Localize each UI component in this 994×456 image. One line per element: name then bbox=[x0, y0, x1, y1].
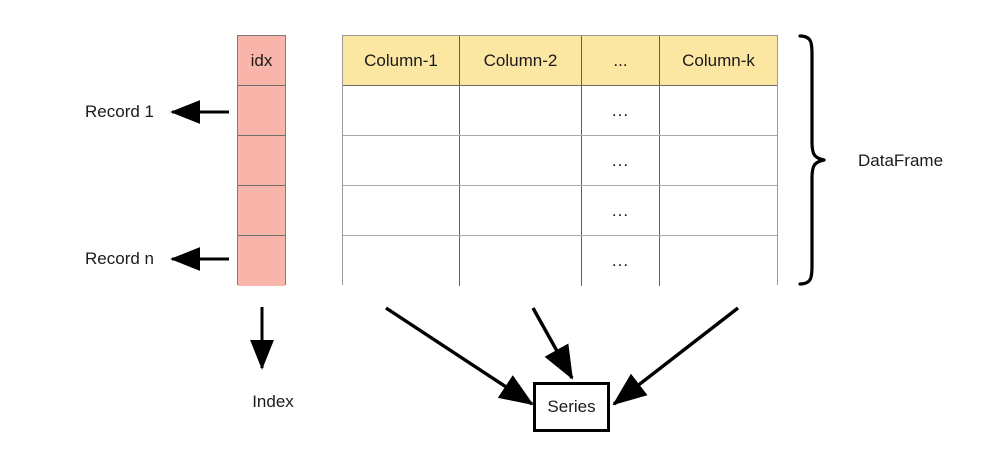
table-cell bbox=[343, 236, 460, 286]
dataframe-table: Column-1 Column-2 ... Column-k ... ... .… bbox=[342, 35, 778, 286]
record-label-1: Record 1 bbox=[85, 102, 154, 121]
table-header-row: Column-1 Column-2 ... Column-k bbox=[343, 36, 777, 86]
series-arrow-from-column-2 bbox=[531, 307, 574, 380]
table-cell-ellipsis: ... bbox=[582, 236, 660, 286]
column-header-k: Column-k bbox=[660, 36, 777, 85]
table-row: ... bbox=[343, 86, 777, 136]
table-cell bbox=[343, 86, 460, 135]
dataframe-brace bbox=[798, 34, 826, 286]
table-cell bbox=[460, 136, 582, 185]
column-header-1: Column-1 bbox=[343, 36, 460, 85]
table-cell bbox=[660, 136, 777, 185]
table-row: ... bbox=[343, 236, 777, 286]
table-row: ... bbox=[343, 136, 777, 186]
table-cell bbox=[460, 236, 582, 286]
series-box: Series bbox=[533, 382, 610, 432]
index-cell-row-3 bbox=[238, 186, 285, 236]
series-arrow-from-column-k bbox=[612, 306, 740, 406]
table-row: ... bbox=[343, 186, 777, 236]
table-cell bbox=[343, 136, 460, 185]
table-cell bbox=[460, 86, 582, 135]
table-cell-ellipsis: ... bbox=[582, 136, 660, 185]
column-header-ellipsis: ... bbox=[582, 36, 660, 85]
index-cell-row-4 bbox=[238, 236, 285, 286]
index-label: Index bbox=[252, 392, 294, 411]
index-cell-row-1 bbox=[238, 86, 285, 136]
table-cell-ellipsis: ... bbox=[582, 86, 660, 135]
index-cell-row-2 bbox=[238, 136, 285, 186]
table-cell bbox=[343, 186, 460, 235]
series-arrow-from-column-1 bbox=[385, 306, 534, 406]
series-label: Series bbox=[547, 397, 596, 416]
table-cell-ellipsis: ... bbox=[582, 186, 660, 235]
column-header-2: Column-2 bbox=[460, 36, 582, 85]
table-cell bbox=[660, 236, 777, 286]
table-cell bbox=[660, 186, 777, 235]
table-cell bbox=[460, 186, 582, 235]
record-label-n: Record n bbox=[85, 249, 154, 268]
index-header-cell: idx bbox=[238, 36, 285, 86]
table-cell bbox=[660, 86, 777, 135]
dataframe-label: DataFrame bbox=[858, 151, 944, 170]
index-column: idx bbox=[237, 35, 286, 286]
